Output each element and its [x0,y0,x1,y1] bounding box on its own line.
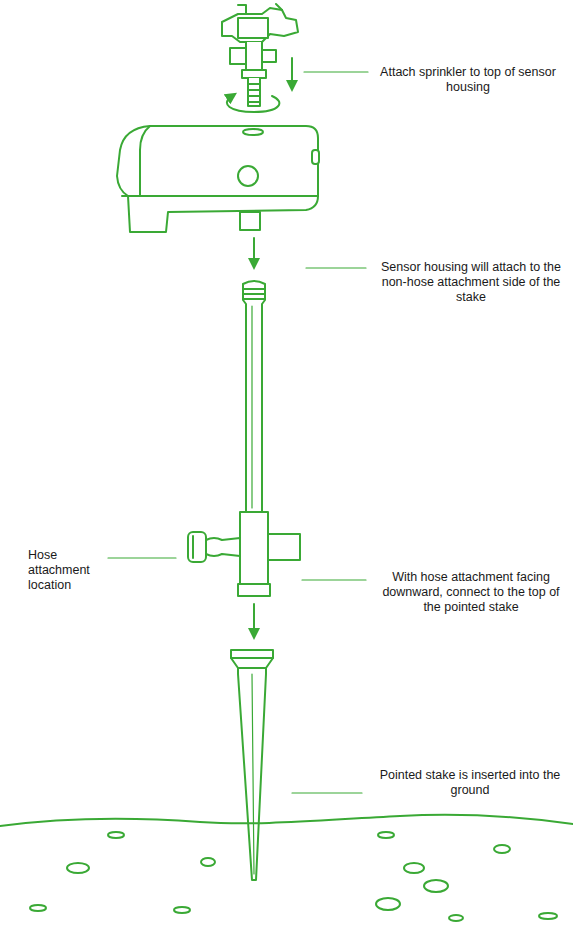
callout-label: Hose attachment location [28,548,102,593]
sensor-housing [117,126,319,264]
callout-label: Sensor housing will attach to the non-ho… [376,260,566,305]
sprinkler-head [222,4,298,112]
leader-lines [108,72,368,793]
ground [0,815,573,921]
callout-label: With hose attachment facing downward, co… [373,570,569,615]
callout-label: Attach sprinkler to top of sensor housin… [378,65,558,95]
hose-fitting [188,512,300,634]
stake-tube [243,281,265,512]
callout-label: Pointed stake is inserted into the groun… [372,768,568,798]
pointed-stake [231,650,273,880]
